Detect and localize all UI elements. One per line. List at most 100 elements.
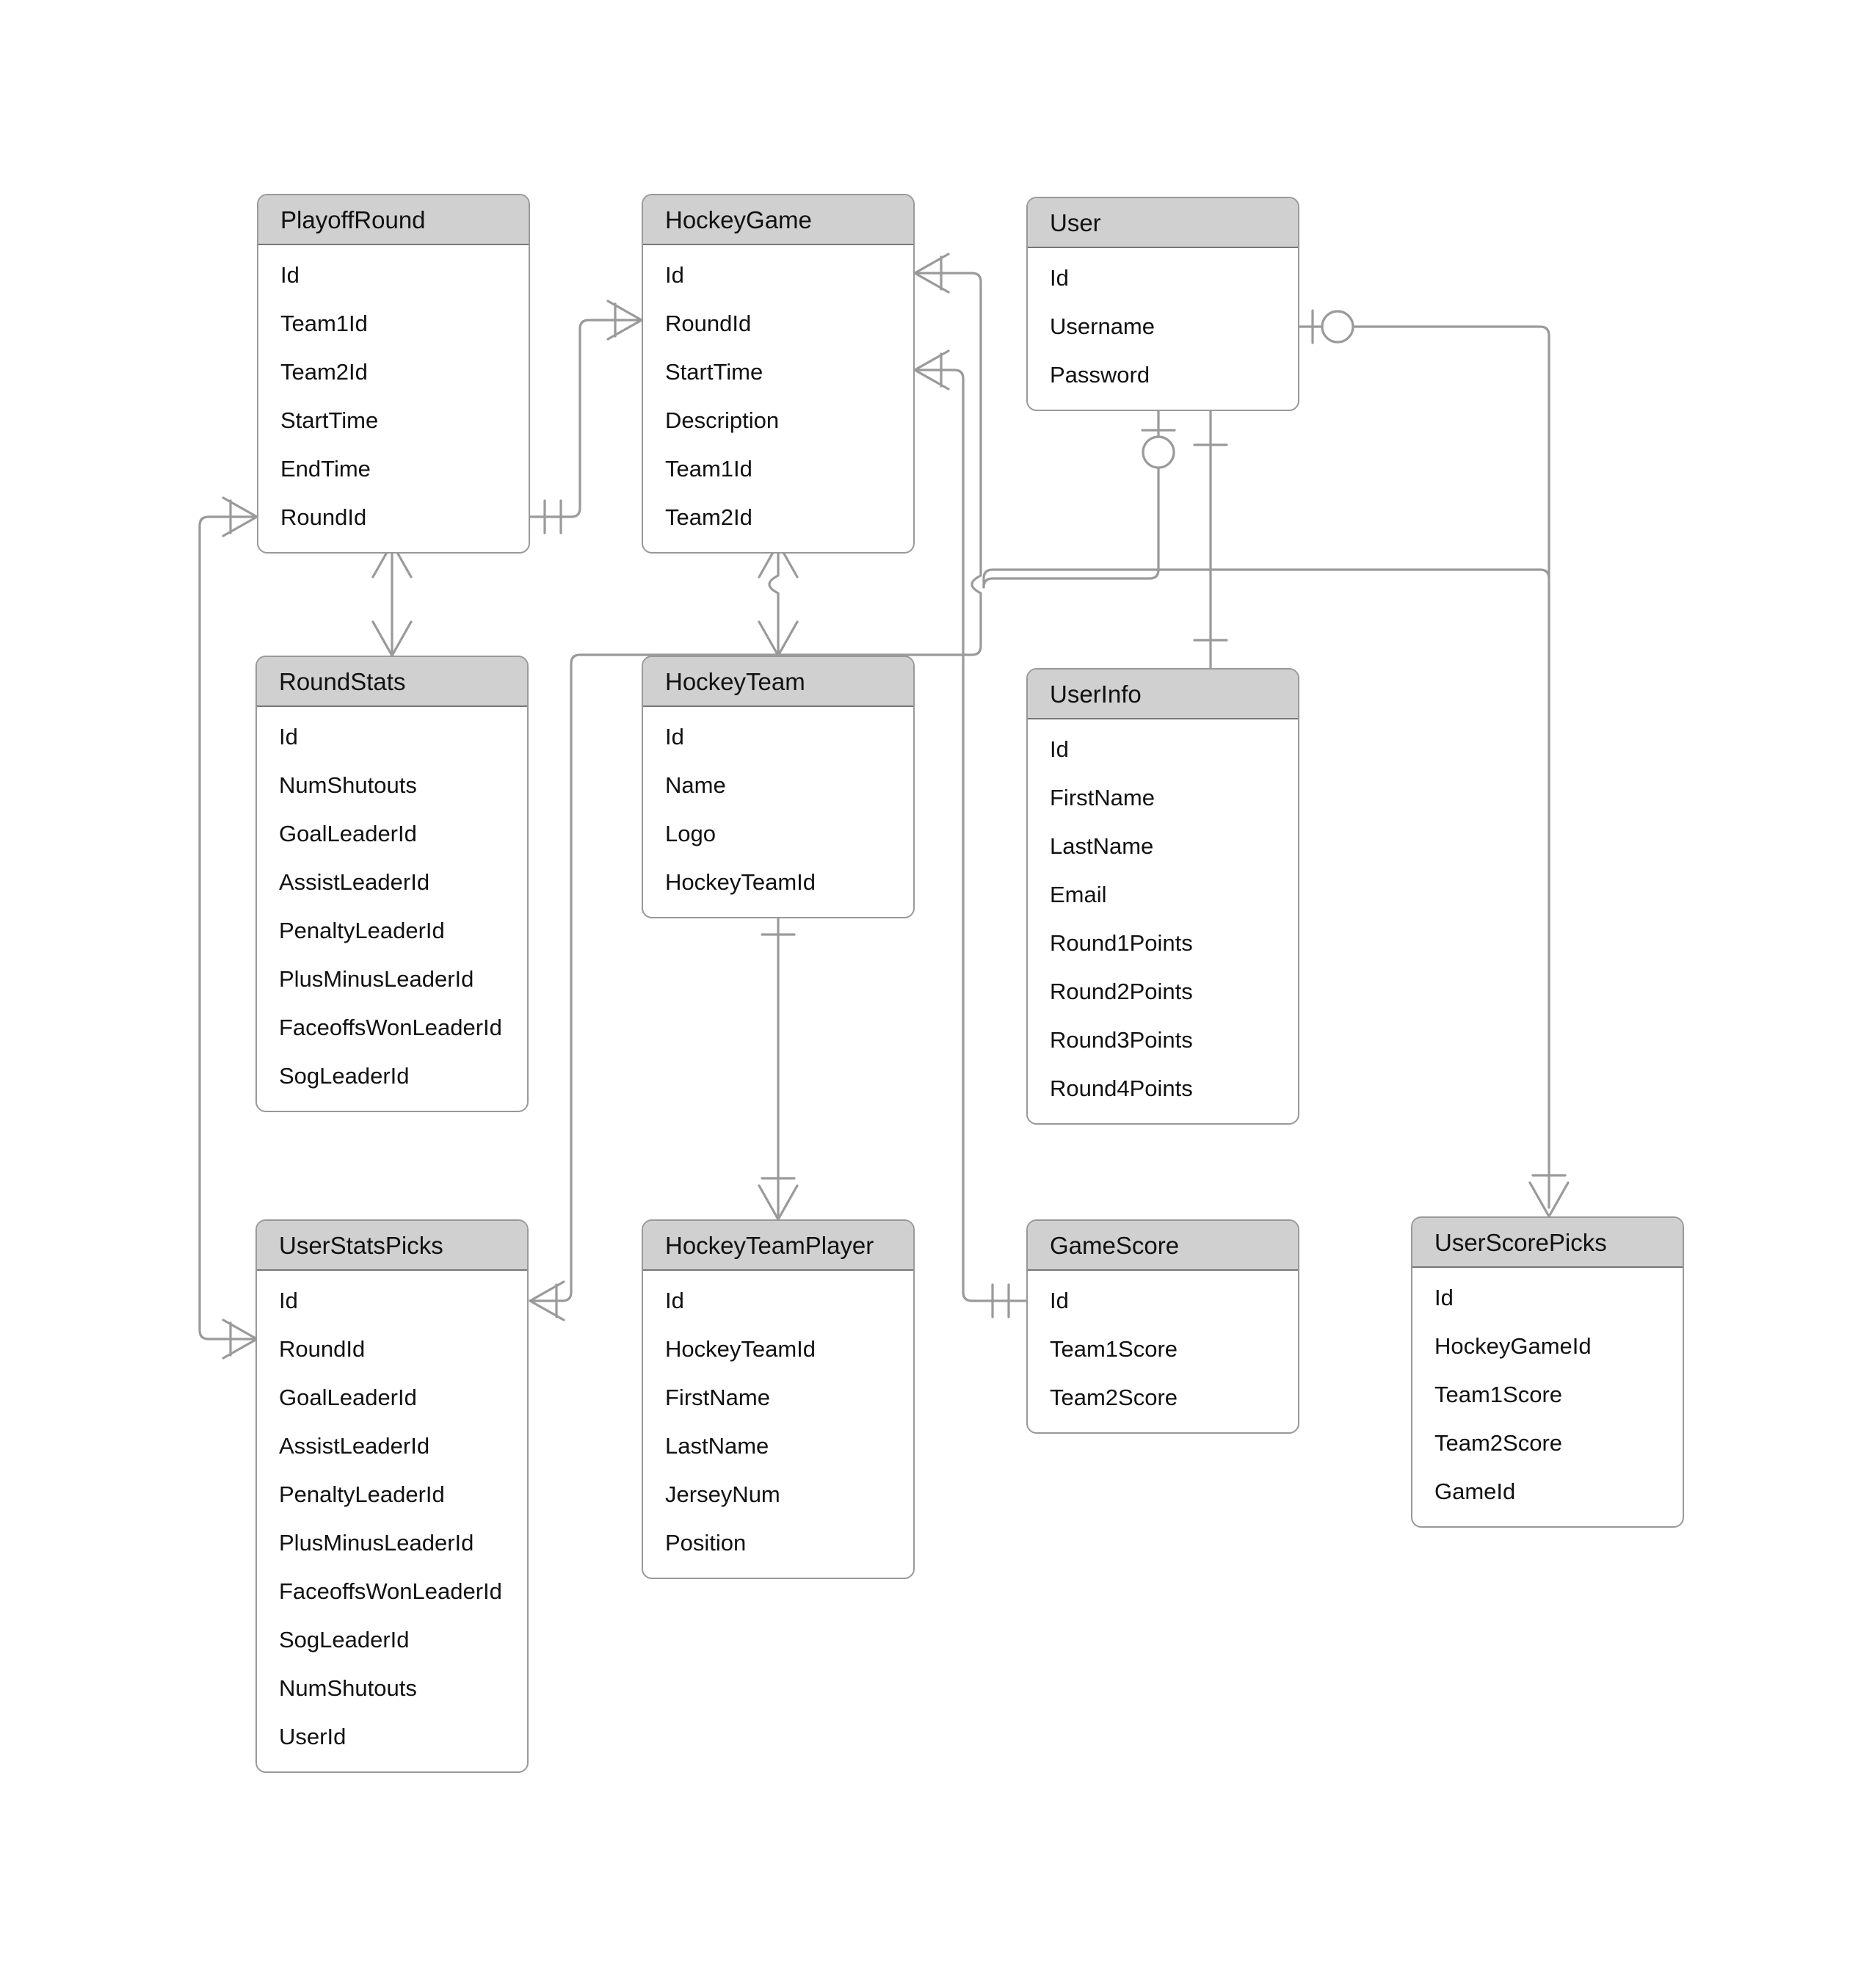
attribute-row: Id (665, 1288, 684, 1313)
attribute-row: LastName (1050, 833, 1154, 859)
attribute-row: Team1Id (665, 456, 752, 482)
attribute-row: Id (665, 724, 684, 750)
attribute-row: PlusMinusLeaderId (279, 1530, 474, 1556)
attribute-row: StartTime (665, 359, 763, 385)
entity-title: PlayoffRound (258, 195, 529, 245)
attribute-row: GoalLeaderId (279, 1385, 417, 1410)
connector-hockeygame-hockeyteam (768, 542, 780, 657)
attribute-row: Description (665, 407, 780, 433)
attribute-row: HockeyTeamId (665, 1336, 816, 1362)
connector-playoffround-hockeygame (529, 319, 643, 518)
marker-crowsfoot-userstatspicks-right (529, 1280, 565, 1321)
marker-crowsfoot-hockeygame-left (606, 300, 643, 341)
attribute-row: Team1Id (280, 311, 368, 336)
attribute-row: RoundId (665, 311, 752, 336)
entity-title: HockeyTeam (643, 657, 913, 707)
entity-attribute-list: Id Team1Id Team2Id StartTime EndTime Rou… (258, 245, 529, 552)
marker-crowsfoot-hockeyteamplayer-top (758, 1177, 799, 1221)
entity-title: UserScorePicks (1412, 1218, 1683, 1268)
marker-crowsfoot-hockeygame-right-id (913, 253, 950, 294)
entity-hockeyteamplayer[interactable]: HockeyTeamPlayer Id HockeyTeamId FirstNa… (642, 1219, 915, 1579)
entity-attribute-list: Id RoundId GoalLeaderId AssistLeaderId P… (257, 1271, 527, 1771)
attribute-row: Position (665, 1530, 747, 1556)
marker-circle-zero-or-one (1142, 435, 1175, 469)
attribute-row: Name (665, 772, 726, 798)
entity-attribute-list: Id HockeyTeamId FirstName LastName Jerse… (643, 1271, 913, 1578)
attribute-row: Id (665, 262, 684, 288)
entity-title: HockeyTeamPlayer (643, 1221, 913, 1271)
attribute-row: StartTime (280, 407, 379, 433)
attribute-row: Team1Score (1050, 1336, 1178, 1362)
attribute-row: Team2Score (1050, 1385, 1178, 1410)
attribute-row: RoundId (279, 1336, 366, 1362)
attribute-row: Team1Score (1434, 1382, 1563, 1407)
attribute-row: FirstName (665, 1385, 770, 1410)
attribute-row: Id (1050, 265, 1069, 291)
attribute-row: SogLeaderId (279, 1063, 410, 1089)
attribute-row: AssistLeaderId (279, 869, 430, 895)
attribute-row: HockeyGameId (1434, 1333, 1592, 1359)
attribute-row: Email (1050, 882, 1107, 907)
entity-userstatspicks[interactable]: UserStatsPicks Id RoundId GoalLeaderId A… (255, 1219, 529, 1773)
attribute-row: RoundId (280, 504, 367, 530)
entity-roundstats[interactable]: RoundStats Id NumShutouts GoalLeaderId A… (255, 656, 529, 1112)
attribute-row: Id (1050, 736, 1069, 762)
attribute-row: Id (1434, 1285, 1454, 1310)
marker-crowsfoot-userscorepicks-top (1528, 1174, 1570, 1218)
connector-playoffround-userstatspicks (198, 515, 258, 1341)
connector-hockeygame-gamescore (913, 369, 1028, 1302)
attribute-row: Round1Points (1050, 930, 1193, 956)
entity-userinfo[interactable]: UserInfo Id FirstName LastName Email Rou… (1026, 668, 1299, 1125)
attribute-row: PenaltyLeaderId (279, 1481, 445, 1507)
entity-attribute-list: Id FirstName LastName Email Round1Points… (1028, 719, 1298, 1123)
entity-user[interactable]: User Id Username Password (1026, 197, 1299, 411)
attribute-row: Logo (665, 821, 716, 846)
attribute-row: PenaltyLeaderId (279, 918, 445, 943)
entity-title: UserInfo (1028, 670, 1298, 719)
attribute-row: Username (1050, 313, 1155, 339)
attribute-row: LastName (665, 1433, 769, 1459)
attribute-row: GameId (1434, 1479, 1516, 1504)
entity-userscorepicks[interactable]: UserScorePicks Id HockeyGameId Team1Scor… (1411, 1216, 1684, 1528)
entity-attribute-list: Id HockeyGameId Team1Score Team2Score Ga… (1412, 1268, 1683, 1526)
entity-hockeyteam[interactable]: HockeyTeam Id Name Logo HockeyTeamId (642, 656, 915, 918)
attribute-row: UserId (279, 1724, 347, 1749)
attribute-row: FirstName (1050, 785, 1155, 810)
entity-hockeygame[interactable]: HockeyGame Id RoundId StartTime Descript… (642, 194, 915, 554)
attribute-row: FaceoffsWonLeaderId (279, 1015, 502, 1040)
attribute-row: EndTime (280, 456, 371, 482)
attribute-row: GoalLeaderId (279, 821, 417, 846)
attribute-row: Round4Points (1050, 1075, 1193, 1101)
entity-attribute-list: Id Username Password (1028, 248, 1298, 410)
attribute-row: Password (1050, 362, 1150, 388)
entity-title: HockeyGame (643, 195, 913, 245)
attribute-row: Team2Score (1434, 1430, 1563, 1456)
attribute-row: SogLeaderId (279, 1627, 410, 1653)
marker-crowsfoot-playoffround-left (222, 496, 258, 537)
attribute-row: NumShutouts (279, 1675, 417, 1701)
entity-title: GameScore (1028, 1221, 1298, 1271)
entity-title: User (1028, 198, 1298, 248)
entity-playoffround[interactable]: PlayoffRound Id Team1Id Team2Id StartTim… (257, 194, 530, 554)
attribute-row: PlusMinusLeaderId (279, 966, 474, 992)
attribute-row: AssistLeaderId (279, 1433, 430, 1459)
attribute-row: HockeyTeamId (665, 869, 816, 895)
attribute-row: Team2Id (665, 504, 752, 530)
connector-horizontal-mid (982, 568, 1550, 589)
entity-gamescore[interactable]: GameScore Id Team1Score Team2Score (1026, 1219, 1299, 1434)
entity-attribute-list: Id NumShutouts GoalLeaderId AssistLeader… (257, 707, 527, 1111)
attribute-row: JerseyNum (665, 1481, 780, 1507)
connector-user-zeroorone (982, 404, 1160, 589)
attribute-row: Id (279, 724, 298, 750)
attribute-row: Round3Points (1050, 1027, 1193, 1053)
marker-circle-user-username (1321, 310, 1354, 344)
connector-user-userscorepicks (1298, 325, 1550, 1209)
entity-attribute-list: Id Team1Score Team2Score (1028, 1271, 1298, 1432)
marker-crowsfoot-roundstats-top (371, 620, 413, 657)
marker-crowsfoot-hockeyteam-top (758, 620, 799, 657)
attribute-row: Round2Points (1050, 979, 1193, 1004)
attribute-row: NumShutouts (279, 772, 417, 798)
attribute-row: Team2Id (280, 359, 368, 385)
marker-crowsfoot-userstatspicks-left (222, 1318, 258, 1360)
